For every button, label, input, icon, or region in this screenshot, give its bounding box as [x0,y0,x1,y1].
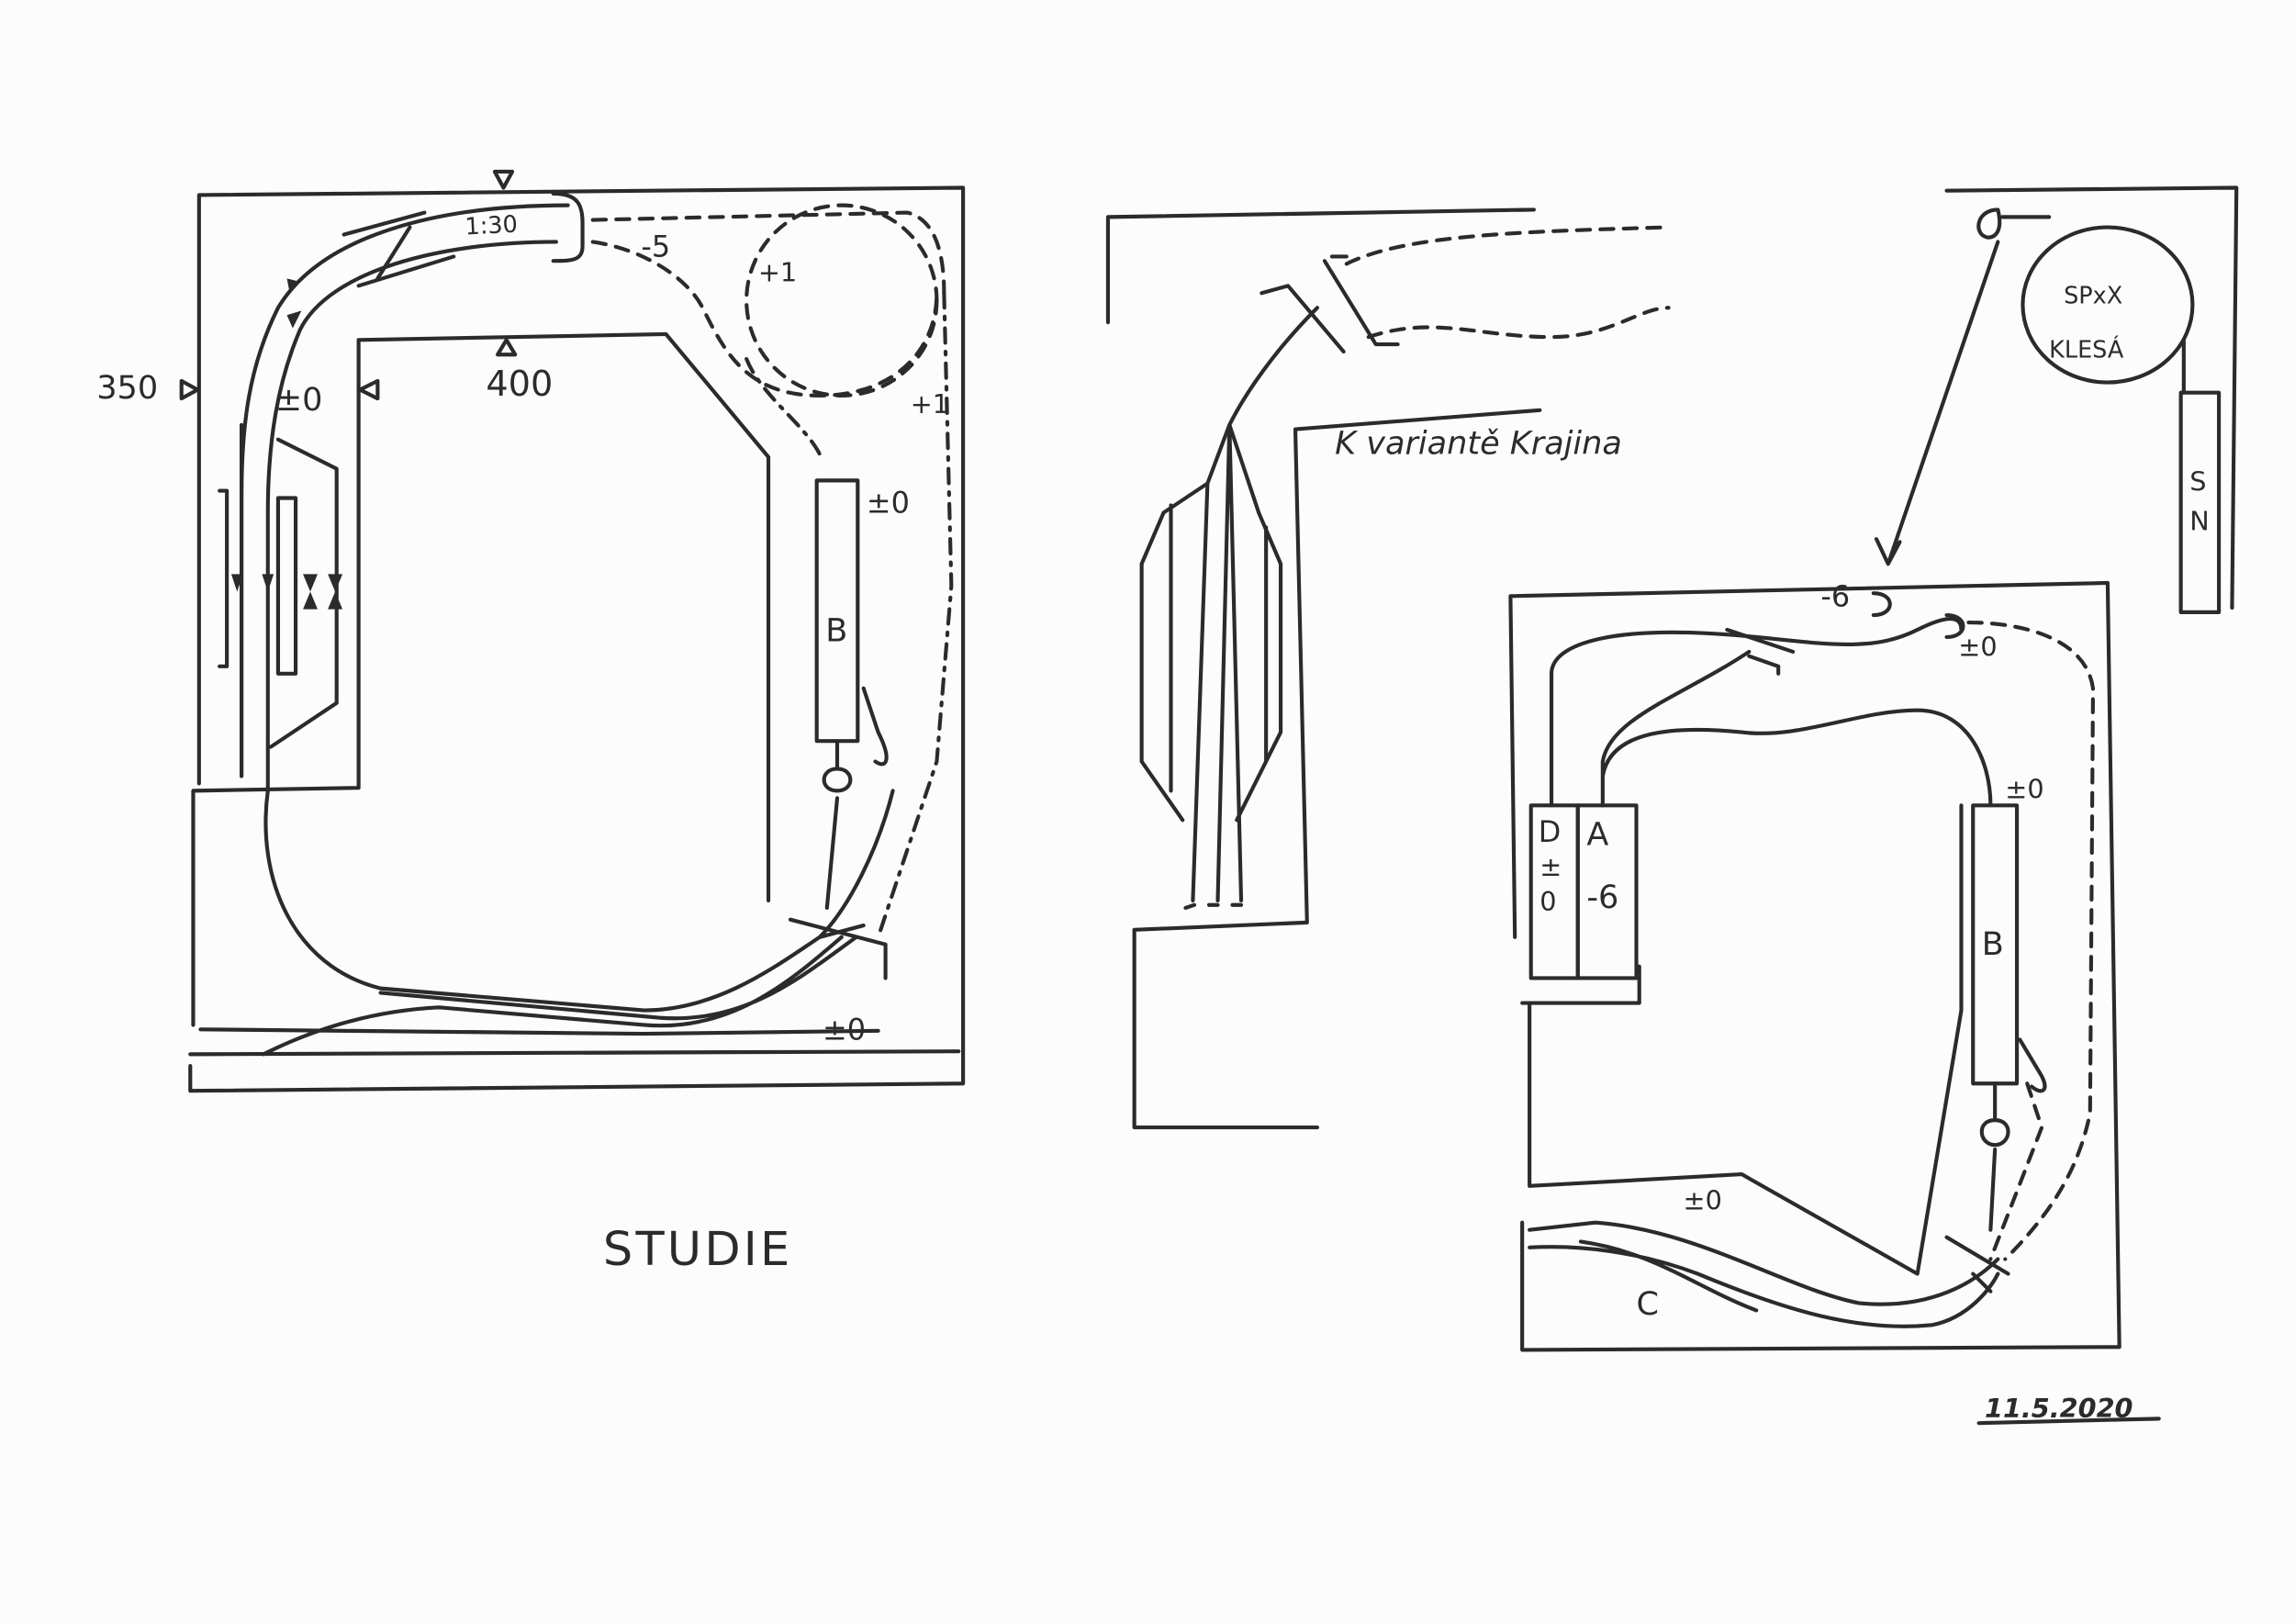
upper-loop-end [1976,207,2002,240]
studie-main-loop [240,203,866,1013]
variant-plan: K variantě Krajina [1105,207,1671,1130]
label-station-b: B [825,612,847,650]
label-level-zero-b: ±0 [2005,773,2043,804]
label-level-zero-bottom: ±0 [823,1012,866,1047]
label-level-zero-top: ±0 [1958,632,1997,663]
circle-text-klesa: KLESÁ [2049,336,2124,364]
label-n: N [2189,506,2209,537]
pointer-arrow [1874,240,2000,566]
station-a-box [1575,803,1639,980]
studie-plan: 350 ±0 400 1:30 -5 +1 +1 ±0 B ±0 STUDIE [96,169,966,1277]
label-station-d-level-top: ± [1539,851,1562,882]
label-station-c: C [1637,1285,1659,1323]
label-plus1-right: +1 [911,388,949,420]
circle-text-spxx: SPxX [2064,282,2122,309]
studie-turnout-lines [341,210,888,980]
variant-bridge [1259,254,1400,354]
variant-dashed-track [1344,225,1671,340]
variant-title: K variantě Krajina [1335,425,1622,463]
signature-underline [1976,1417,2161,1426]
studie-outer-border [188,185,966,1093]
studie-station-b-box [814,478,860,744]
studie-left-yard [218,422,339,778]
helix-circle [2021,225,2195,385]
studie-dashed-right [817,789,895,939]
studie-hidden-track [590,210,946,398]
studie-dashdot-track [744,291,954,939]
lower-border [1508,580,2121,1352]
label-350: 350 [96,369,158,407]
label-gradient: 1:30 [465,211,519,241]
variant-border [1105,207,1542,1130]
studie-return-loop [551,191,585,263]
label-level-zero-b: ±0 [867,485,910,520]
label-level-zero-bottom: ±0 [1684,1184,1722,1215]
label-station-d-level-bottom: 0 [1539,886,1556,917]
label-station-b: B [1982,925,2004,963]
label-station-a-level: -6 [1586,879,1618,916]
label-station-a: A [1586,815,1608,853]
label-plus1-circle: +1 [758,257,797,288]
studie-bottom-rails [188,1027,961,1057]
station-b-loops [1979,1037,2047,1232]
direction-arrows [230,278,343,610]
lower-main-track [1549,617,1993,808]
lower-hidden-track [1966,620,2096,1261]
lower-bottom-curve [1528,1220,2010,1328]
upper-border [1944,185,2239,610]
label-minus5: -5 [641,229,670,263]
marker-triangle-top [492,169,515,190]
label-s: S [2189,466,2206,498]
studie-title: STUDIE [603,1223,793,1277]
studie-b-loops [822,686,889,911]
marker-triangle-400 [496,338,518,357]
label-level-zero-left: ±0 [275,381,323,419]
variant-fan-tracks [1139,306,1320,911]
studie-bottom-curve [261,935,858,1057]
label-station-d: D [1539,814,1562,849]
label-minus6-top: -6 [1820,578,1850,613]
label-400: 400 [486,364,553,405]
marker-triangle-inner [358,378,380,401]
sn-box [2178,390,2222,614]
marker-triangle-350 [179,378,200,401]
lower-plan: SPxX KLESÁ S N D ± 0 A -6 B -6 ±0 ±0 ±0 … [1508,185,2239,1352]
studie-helix-circle [744,203,939,398]
lower-turnouts [1725,591,1965,676]
